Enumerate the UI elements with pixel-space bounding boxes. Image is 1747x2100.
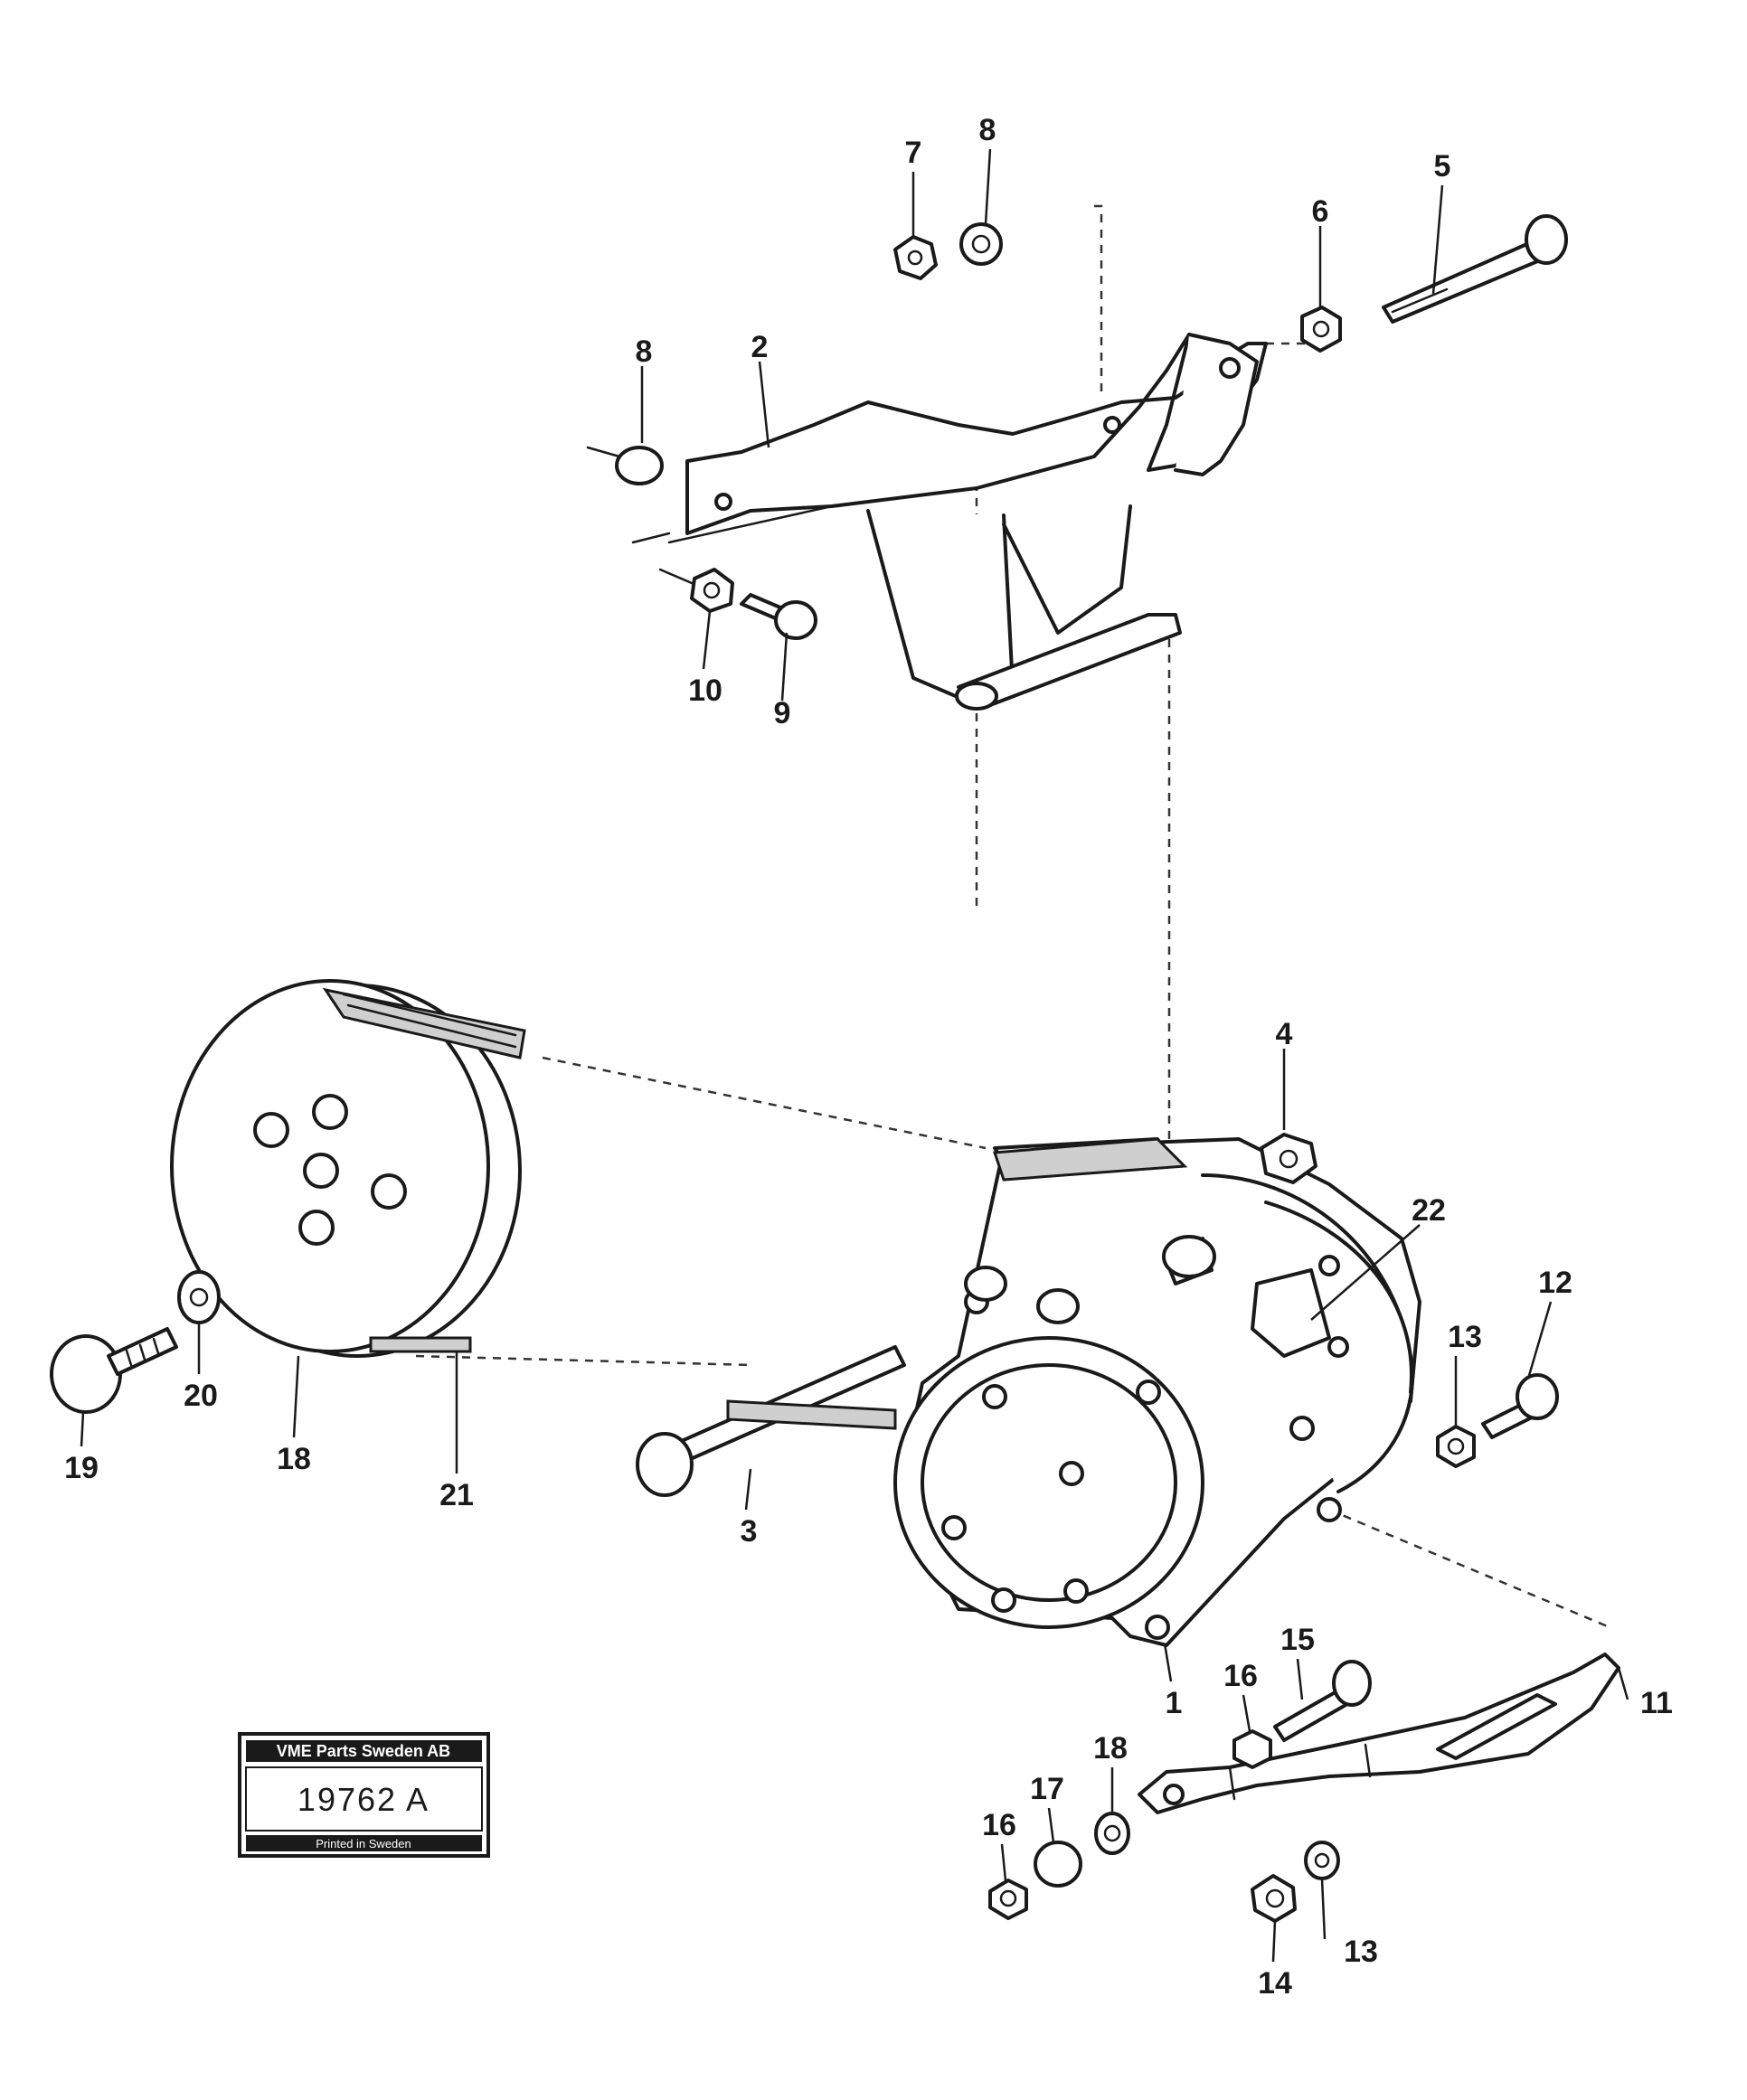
callout-13-right: 13: [1448, 1320, 1482, 1354]
nut-10: [658, 568, 734, 613]
callout-4: 4: [1276, 1017, 1293, 1051]
callout-5: 5: [1434, 149, 1451, 184]
callout-16-top: 16: [1223, 1659, 1258, 1693]
callout-8-left: 8: [636, 334, 653, 369]
callout-19: 19: [64, 1451, 99, 1485]
nut-16-lower: [988, 1879, 1028, 1920]
plate-number: 19762 A: [297, 1781, 430, 1818]
callout-2: 2: [751, 330, 769, 364]
callout-21: 21: [439, 1478, 474, 1512]
bolt-9: [740, 593, 817, 640]
callout-20: 20: [184, 1379, 218, 1413]
washer-18-lower: [1094, 1812, 1130, 1855]
pulley-18: [170, 979, 522, 1358]
callout-11: 11: [1640, 1686, 1673, 1720]
washer-13-lower: [1304, 1841, 1340, 1880]
bolt-3: [636, 1345, 906, 1497]
nut-13-right: [1436, 1425, 1476, 1468]
callout-15: 15: [1280, 1623, 1315, 1657]
washer-17: [1034, 1841, 1082, 1888]
callout-14: 14: [1258, 1966, 1292, 2001]
bolt-5: [1382, 214, 1568, 324]
adjusting-arm-11: [1138, 1653, 1620, 1814]
callout-16-lower: 16: [982, 1808, 1016, 1842]
callout-18-pulley: 18: [277, 1442, 311, 1476]
callout-9: 9: [774, 696, 791, 730]
nut-4: [1260, 1133, 1317, 1184]
nut-6: [1300, 306, 1342, 353]
leader-lines: [80, 148, 1629, 1963]
callout-6: 6: [1312, 194, 1329, 229]
washer-8-top: [586, 446, 664, 485]
bolt-19: [50, 1327, 178, 1414]
compressor-bracket: [631, 333, 1268, 711]
callout-22: 22: [1412, 1193, 1446, 1228]
callout-10: 10: [688, 673, 722, 708]
drive-belt-21: [322, 987, 526, 1353]
nut-16-top: [1232, 1729, 1272, 1769]
callout-3: 3: [741, 1514, 758, 1549]
callout-13-lower: 13: [1344, 1935, 1378, 1969]
callout-1: 1: [1166, 1686, 1183, 1720]
washer-8-top-right: [959, 222, 1003, 266]
plate-footer: Printed in Sweden: [316, 1837, 411, 1850]
bolt-12: [1481, 1373, 1559, 1439]
callout-12: 12: [1538, 1266, 1572, 1300]
bolt-15: [1273, 1660, 1372, 1742]
callout-17: 17: [1030, 1772, 1064, 1806]
identification-plate: VME Parts Sweden AB 19762 A Printed in S…: [238, 1732, 490, 1858]
nut-7: [893, 235, 938, 280]
callout-8-top: 8: [979, 113, 996, 147]
callout-18-arm: 18: [1093, 1731, 1128, 1766]
nut-14: [1251, 1874, 1297, 1923]
callout-7: 7: [905, 136, 922, 170]
plate-header: VME Parts Sweden AB: [277, 1742, 450, 1760]
washer-20: [177, 1270, 221, 1324]
compressor-1: [893, 1137, 1421, 1647]
callout-labels: 8 7 5 6 8 2 10 9 4 22 12 13 19 20 18 21 …: [64, 113, 1673, 2001]
